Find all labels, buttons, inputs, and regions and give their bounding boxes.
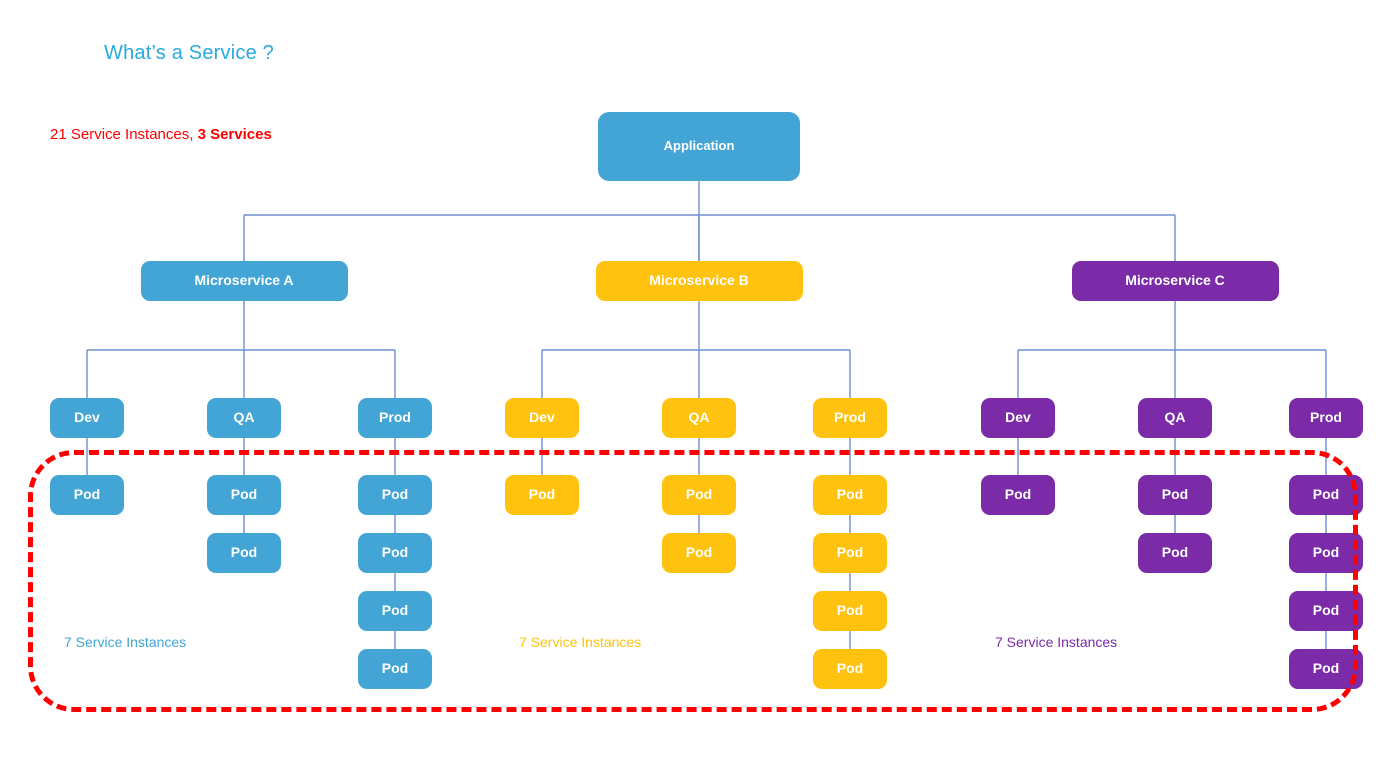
pod-node-1-prod-4[interactable]: Pod (358, 649, 432, 689)
environment-node-3-dev[interactable]: Dev (981, 398, 1055, 438)
microservice-node-3-label: Microservice C (1125, 272, 1225, 289)
pod-node-3-qa-1[interactable]: Pod (1138, 475, 1212, 515)
group-caption-1: 7 Service Instances (64, 634, 187, 650)
pod-node-2-prod-2[interactable]: Pod (813, 533, 887, 573)
pod-node-2-qa-1[interactable]: Pod (662, 475, 736, 515)
pod-node-2-dev-1-label: Pod (528, 486, 556, 503)
pod-node-1-prod-2[interactable]: Pod (358, 533, 432, 573)
environment-node-3-qa[interactable]: QA (1138, 398, 1212, 438)
microservice-node-3[interactable]: Microservice C (1071, 261, 1279, 301)
pod-node-3-prod-2-label: Pod (1312, 544, 1340, 561)
environment-node-1-dev-label: Dev (74, 409, 100, 426)
pod-node-3-prod-4-label: Pod (1312, 660, 1340, 677)
pod-node-2-prod-4-label: Pod (836, 660, 864, 677)
summary-note-prefix: 21 Service Instances, (50, 126, 198, 143)
pod-node-3-prod-3-label: Pod (1312, 602, 1340, 619)
pod-node-2-prod-1[interactable]: Pod (813, 475, 887, 515)
environment-node-1-prod[interactable]: Prod (358, 398, 432, 438)
microservice-node-1-label: Microservice A (194, 272, 294, 289)
pod-node-1-dev-1[interactable]: Pod (50, 475, 124, 515)
microservice-node-2[interactable]: Microservice B (595, 261, 803, 301)
environment-node-2-qa-label: QA (688, 409, 710, 426)
pod-node-1-qa-2-label: Pod (230, 544, 258, 561)
pod-node-3-prod-4[interactable]: Pod (1289, 649, 1363, 689)
environment-node-3-qa-label: QA (1164, 409, 1186, 426)
microservice-node-1[interactable]: Microservice A (140, 261, 348, 301)
pod-node-2-qa-2-label: Pod (685, 544, 713, 561)
pod-node-1-prod-3-label: Pod (381, 602, 409, 619)
pod-node-1-prod-3[interactable]: Pod (358, 591, 432, 631)
pod-node-1-prod-1[interactable]: Pod (358, 475, 432, 515)
pod-node-3-prod-1[interactable]: Pod (1289, 475, 1363, 515)
pod-node-2-qa-2[interactable]: Pod (662, 533, 736, 573)
environment-node-3-prod-label: Prod (1310, 409, 1342, 426)
pod-node-3-dev-1[interactable]: Pod (981, 475, 1055, 515)
group-caption-3: 7 Service Instances (995, 634, 1118, 650)
pod-node-3-qa-1-label: Pod (1161, 486, 1189, 503)
pod-node-1-qa-1-label: Pod (230, 486, 258, 503)
environment-node-1-qa[interactable]: QA (207, 398, 281, 438)
pod-node-2-prod-1-label: Pod (836, 486, 864, 503)
pod-node-3-prod-1-label: Pod (1312, 486, 1340, 503)
pod-node-1-dev-1-label: Pod (73, 486, 101, 503)
pod-node-2-prod-2-label: Pod (836, 544, 864, 561)
environment-node-2-prod[interactable]: Prod (813, 398, 887, 438)
summary-note-emphasis: 3 Services (197, 126, 272, 143)
environment-node-1-prod-label: Prod (379, 409, 411, 426)
pod-node-2-prod-4[interactable]: Pod (813, 649, 887, 689)
pod-node-2-prod-3[interactable]: Pod (813, 591, 887, 631)
page-title: What’s a Service ? (104, 42, 274, 64)
pod-node-1-qa-1[interactable]: Pod (207, 475, 281, 515)
environment-node-3-dev-label: Dev (1005, 409, 1031, 426)
pod-node-1-prod-2-label: Pod (381, 544, 409, 561)
pod-node-2-qa-1-label: Pod (685, 486, 713, 503)
application-node[interactable]: Application (598, 112, 800, 181)
group-caption-2: 7 Service Instances (519, 634, 642, 650)
pod-node-3-prod-2[interactable]: Pod (1289, 533, 1363, 573)
environment-node-1-dev[interactable]: Dev (50, 398, 124, 438)
pod-node-3-prod-3[interactable]: Pod (1289, 591, 1363, 631)
environment-node-2-dev-label: Dev (529, 409, 555, 426)
application-node-label: Application (663, 138, 735, 154)
environment-node-2-qa[interactable]: QA (662, 398, 736, 438)
environment-node-1-qa-label: QA (233, 409, 255, 426)
pod-node-3-qa-2[interactable]: Pod (1138, 533, 1212, 573)
pod-node-2-dev-1[interactable]: Pod (505, 475, 579, 515)
environment-node-2-prod-label: Prod (834, 409, 866, 426)
pod-node-3-qa-2-label: Pod (1161, 544, 1189, 561)
microservice-node-2-label: Microservice B (649, 272, 749, 289)
pod-node-2-prod-3-label: Pod (836, 602, 864, 619)
pod-node-1-prod-4-label: Pod (381, 660, 409, 677)
pod-node-3-dev-1-label: Pod (1004, 486, 1032, 503)
environment-node-2-dev[interactable]: Dev (505, 398, 579, 438)
summary-note: 21 Service Instances, 3 Services (50, 126, 272, 143)
pod-node-1-prod-1-label: Pod (381, 486, 409, 503)
pod-node-1-qa-2[interactable]: Pod (207, 533, 281, 573)
environment-node-3-prod[interactable]: Prod (1289, 398, 1363, 438)
